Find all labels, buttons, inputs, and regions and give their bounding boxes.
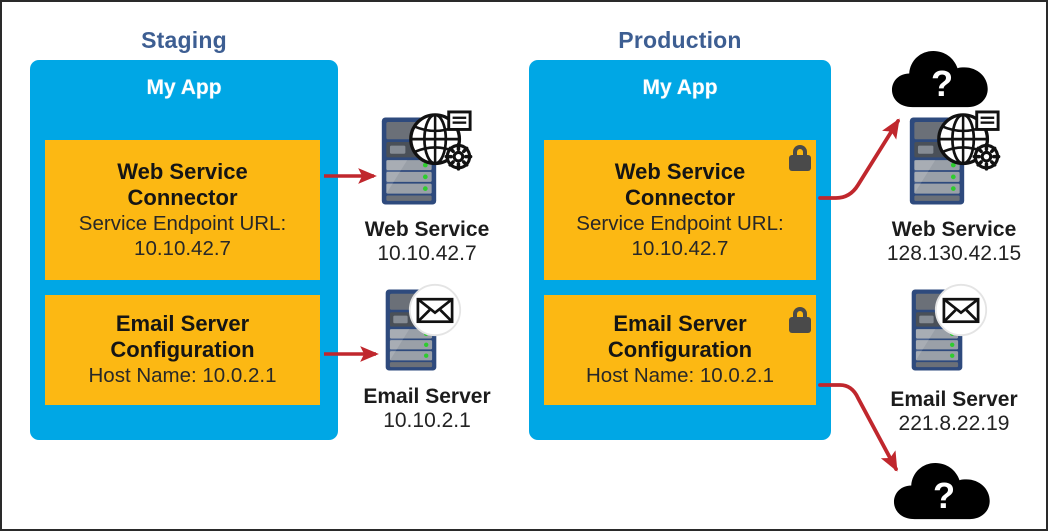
lock-icon [789, 307, 811, 333]
config-field-label: Service Endpoint URL: [78, 211, 287, 235]
endpoint-address: 221.8.22.19 [898, 411, 1010, 435]
endpoint-name: Web Service [364, 218, 490, 241]
endpoint-address: 128.130.42.15 [886, 241, 1022, 265]
production-app-title: My App [642, 76, 718, 99]
unknown-target-top-cloud-icon [891, 51, 988, 108]
config-title-line2: Connector [625, 184, 735, 210]
production-web-service-endpoint-label: Web Service 128.130.42.15 [864, 218, 1044, 265]
staging-app-title: My App [146, 76, 222, 99]
email-server-envelope-icon [911, 283, 988, 371]
config-field-label: Host Name: 10.0.2.1 [88, 364, 277, 388]
endpoint-name: Web Service [891, 218, 1017, 241]
unknown-target-bottom-cloud-icon [893, 463, 990, 520]
config-title-line1: Web Service [614, 158, 746, 184]
endpoint-address: 10.10.42.7 [377, 241, 477, 265]
config-title-line1: Web Service [117, 158, 248, 184]
lock-icon [789, 145, 811, 171]
production-web-service-connector-box[interactable]: Web Service Connector Service Endpoint U… [544, 140, 816, 280]
staging-web-service-endpoint-label: Web Service 10.10.42.7 [342, 218, 512, 265]
config-title-line2: Configuration [110, 337, 255, 363]
config-field-value: 10.10.42.7 [134, 236, 231, 260]
web-server-globe-gear-icon [909, 110, 1001, 205]
production-email-server-endpoint-label: Email Server 221.8.22.19 [864, 388, 1044, 435]
production-environment-title: Production [618, 27, 742, 53]
production-email-server-configuration-box[interactable]: Email Server Configuration Host Name: 10… [544, 295, 816, 405]
endpoint-name: Email Server [890, 388, 1018, 411]
config-title-line1: Email Server [613, 311, 747, 337]
endpoint-address: 10.10.2.1 [383, 408, 471, 432]
config-title-line2: Configuration [607, 337, 753, 363]
staging-email-server-endpoint-label: Email Server 10.10.2.1 [342, 385, 512, 432]
production-web-service-arrow [818, 118, 900, 200]
web-server-globe-gear-icon [381, 110, 473, 205]
email-server-envelope-icon [385, 283, 462, 371]
config-title-line2: Connector [127, 184, 238, 210]
staging-environment-title: Staging [141, 27, 227, 53]
endpoint-name: Email Server [363, 385, 491, 408]
config-field-label: Host Name: 10.0.2.1 [585, 364, 774, 388]
config-title-line1: Email Server [115, 311, 250, 337]
staging-web-service-connector-box[interactable]: Web Service Connector Service Endpoint U… [45, 140, 320, 280]
staging-email-server-configuration-box[interactable]: Email Server Configuration Host Name: 10… [45, 295, 320, 405]
config-field-label: Service Endpoint URL: [576, 211, 784, 235]
config-field-value: 10.10.42.7 [631, 236, 729, 260]
